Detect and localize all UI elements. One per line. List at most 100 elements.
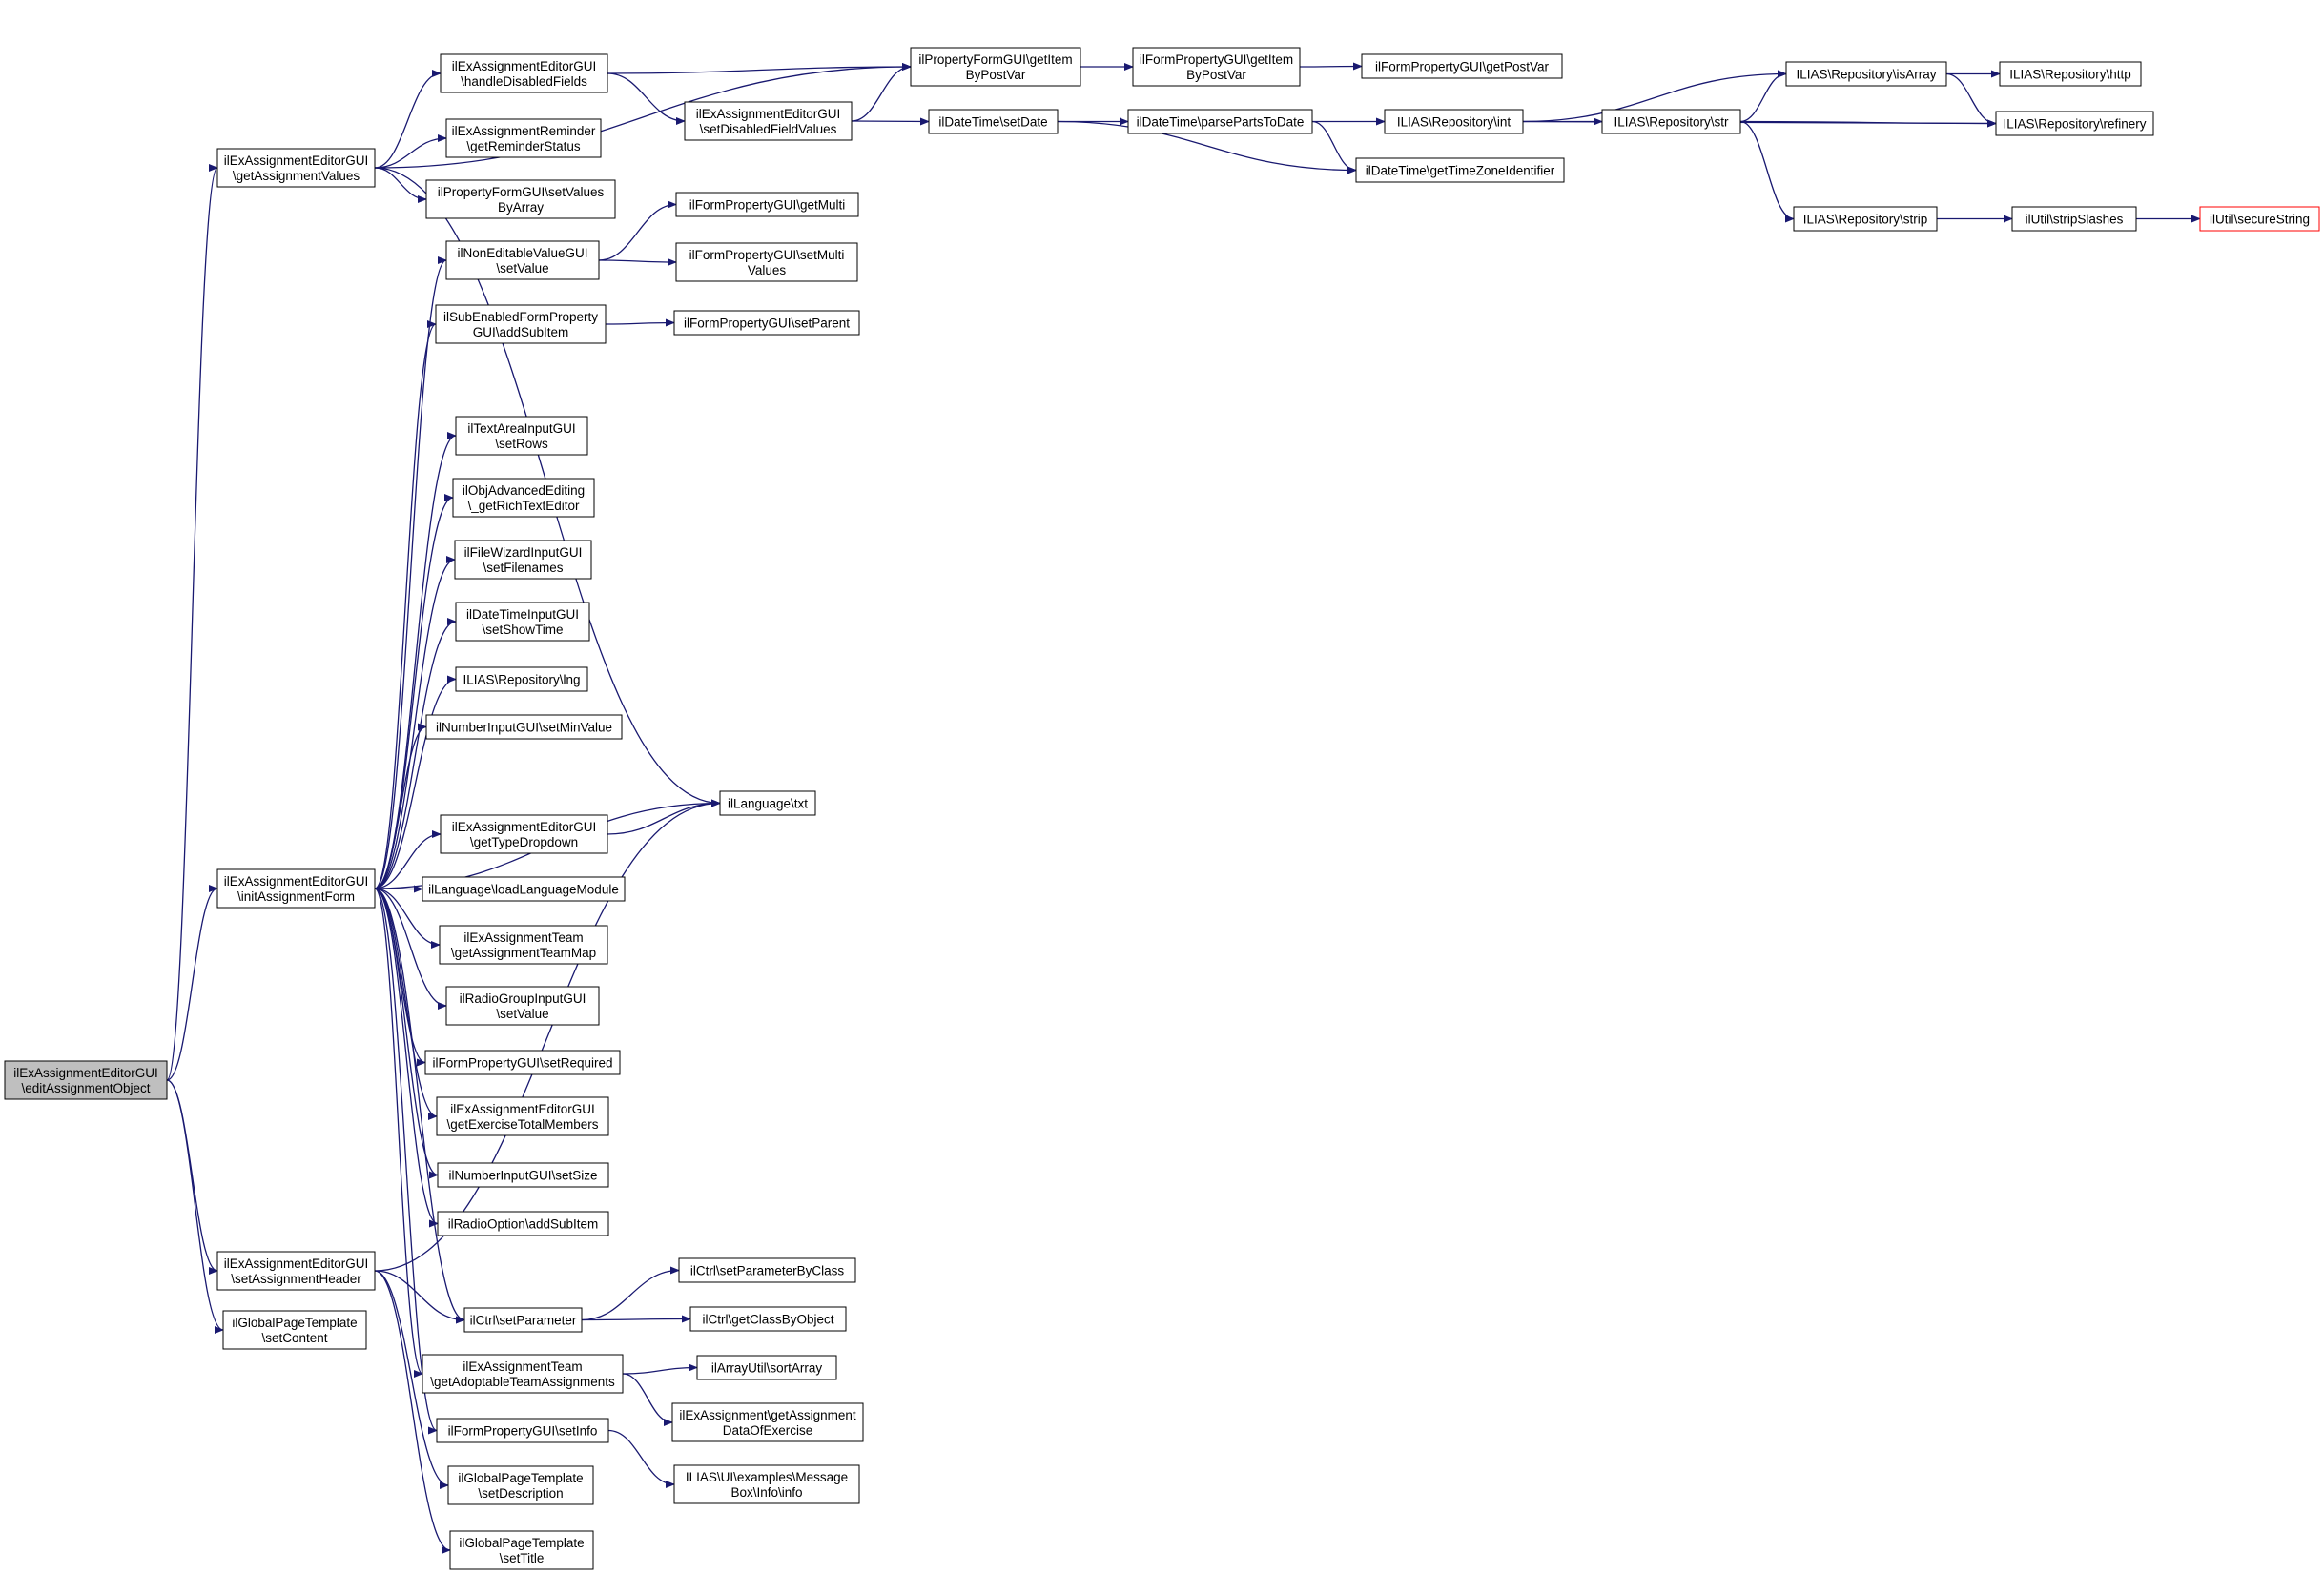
graph-node[interactable]: ILIAS\Repository\str bbox=[1601, 109, 1741, 134]
graph-node[interactable]: ilLanguage\loadLanguageModule bbox=[422, 876, 626, 902]
node-label-line: \editAssignmentObject bbox=[21, 1081, 150, 1095]
graph-node[interactable]: ILIAS\Repository\strip bbox=[1793, 206, 1938, 232]
graph-node[interactable]: ILIAS\Repository\http bbox=[1999, 61, 2142, 87]
graph-node[interactable]: ilRadioGroupInputGUI\setValue bbox=[445, 986, 600, 1026]
node-label-line: ByPostVar bbox=[966, 68, 1026, 82]
graph-node[interactable]: ilCtrl\setParameter bbox=[463, 1307, 583, 1333]
node-label-line: ilNumberInputGUI\setMinValue bbox=[436, 721, 612, 735]
graph-node[interactable]: ILIAS\Repository\int bbox=[1384, 109, 1524, 134]
node-box bbox=[449, 1530, 594, 1570]
node-box bbox=[673, 1464, 860, 1504]
edge-initAssignmentForm-to-getAssignmentTeamMap bbox=[374, 888, 441, 949]
graph-node[interactable]: ilExAssignmentTeam\getAdoptableTeamAssig… bbox=[422, 1354, 624, 1394]
node-box bbox=[447, 1465, 594, 1505]
node-label-line: ilFormPropertyGUI\setInfo bbox=[448, 1424, 598, 1439]
graph-node[interactable]: ilGlobalPageTemplate\setTitle bbox=[449, 1530, 594, 1570]
graph-node[interactable]: ilFormPropertyGUI\setInfo bbox=[436, 1418, 609, 1443]
graph-node[interactable]: ilUtil\secureString bbox=[2199, 206, 2320, 232]
graph-node[interactable]: ilFormPropertyGUI\setRequired bbox=[424, 1050, 621, 1075]
graph-node[interactable]: ilNumberInputGUI\setMinValue bbox=[425, 714, 623, 740]
graph-node[interactable]: ilExAssignmentEditorGUI\initAssignmentFo… bbox=[216, 868, 376, 909]
graph-node[interactable]: ilArrayUtil\sortArray bbox=[696, 1355, 837, 1380]
node-box bbox=[910, 47, 1081, 87]
node-label-line: ilExAssignmentEditorGUI bbox=[450, 1102, 595, 1116]
graph-node[interactable]: ilExAssignment\getAssignmentDataOfExerci… bbox=[671, 1402, 864, 1442]
node-box bbox=[424, 1050, 621, 1075]
node-label-line: ilFormPropertyGUI\setMulti bbox=[689, 248, 845, 262]
edge-initAssignmentForm-to-roAddSubItem bbox=[374, 888, 439, 1228]
node-box bbox=[445, 986, 600, 1026]
node-label-line: ilExAssignmentTeam bbox=[463, 930, 583, 945]
node-label-line: ilCtrl\setParameterByClass bbox=[690, 1264, 845, 1278]
graph-node[interactable]: ilExAssignmentEditorGUI\getAssignmentVal… bbox=[216, 148, 376, 188]
node-label-line: Values bbox=[748, 263, 787, 277]
node-label-line: ilFormPropertyGUI\getMulti bbox=[689, 198, 846, 213]
graph-node[interactable]: ilExAssignmentEditorGUI\setDisabledField… bbox=[684, 101, 853, 141]
graph-node[interactable]: ilGlobalPageTemplate\setContent bbox=[222, 1310, 367, 1350]
node-label-line: ilDateTimeInputGUI bbox=[466, 607, 579, 622]
graph-node[interactable]: ilUtil\stripSlashes bbox=[2011, 206, 2137, 232]
node-label-line: \getAssignmentValues bbox=[233, 169, 360, 183]
edge-repoInt-to-isArray bbox=[1522, 70, 1787, 123]
graph-node[interactable]: ilNumberInputGUI\setSize bbox=[437, 1162, 609, 1188]
node-box bbox=[1384, 109, 1524, 134]
graph-node[interactable]: ilDateTimeInputGUI\setShowTime bbox=[455, 602, 590, 642]
graph-node[interactable]: ILIAS\Repository\lng bbox=[455, 666, 588, 692]
node-label-line: ilNumberInputGUI\setSize bbox=[448, 1169, 597, 1183]
graph-node[interactable]: ilExAssignmentEditorGUI\editAssignmentOb… bbox=[4, 1060, 168, 1100]
node-box bbox=[2011, 206, 2137, 232]
graph-node[interactable]: ILIAS\Repository\refinery bbox=[1995, 111, 2154, 136]
edge-initAssignmentForm-to-lng bbox=[374, 675, 457, 889]
node-box bbox=[455, 602, 590, 642]
graph-node[interactable]: ilLanguage\txt bbox=[719, 790, 816, 816]
graph-node[interactable]: ilDateTime\parsePartsToDate bbox=[1127, 109, 1313, 134]
node-box bbox=[675, 242, 858, 282]
graph-node[interactable]: ilExAssignmentEditorGUI\handleDisabledFi… bbox=[440, 53, 608, 93]
graph-node[interactable]: ilDateTime\setDate bbox=[928, 109, 1059, 134]
graph-node[interactable]: ilObjAdvancedEditing\_getRichTextEditor bbox=[452, 478, 595, 518]
graph-node[interactable]: ilRadioOption\addSubItem bbox=[437, 1211, 609, 1236]
graph-node[interactable]: ilCtrl\setParameterByClass bbox=[678, 1257, 856, 1283]
node-label-line: ilRadioOption\addSubItem bbox=[448, 1217, 599, 1232]
graph-node[interactable]: ilExAssignmentEditorGUI\setAssignmentHea… bbox=[216, 1251, 376, 1291]
graph-node[interactable]: ilTextAreaInputGUI\setRows bbox=[455, 416, 588, 456]
graph-node[interactable]: ilFormPropertyGUI\getMulti bbox=[675, 192, 859, 217]
graph-node[interactable]: ilFileWizardInputGUI\setFilenames bbox=[454, 540, 592, 580]
node-box bbox=[1355, 157, 1565, 183]
edge-getAssignmentValues-to-getReminderStatus bbox=[374, 134, 447, 169]
graph-node[interactable]: ilFormPropertyGUI\setParent bbox=[673, 310, 860, 336]
node-label-line: ilExAssignmentEditorGUI bbox=[452, 59, 597, 73]
node-label-line: \getReminderStatus bbox=[466, 139, 581, 153]
graph-node[interactable]: ilExAssignmentEditorGUI\getExerciseTotal… bbox=[436, 1096, 609, 1136]
graph-node[interactable]: ilExAssignmentReminder\getReminderStatus bbox=[445, 118, 602, 158]
graph-node[interactable]: ilNonEditableValueGUI\setValue bbox=[445, 240, 600, 280]
graph-node[interactable]: ilExAssignmentEditorGUI\getTypeDropdown bbox=[440, 814, 608, 854]
node-box bbox=[2199, 206, 2320, 232]
edge-initAssignmentForm-to-setInfo bbox=[374, 888, 438, 1435]
graph-node[interactable]: ilDateTime\getTimeZoneIdentifier bbox=[1355, 157, 1565, 183]
edge-handleDisabledFields-to-setDisabledFieldValues bbox=[607, 72, 686, 125]
node-label-line: ilFormPropertyGUI\getPostVar bbox=[1375, 60, 1550, 74]
node-label-line: \handleDisabledFields bbox=[461, 74, 587, 89]
edge-fpGetItemByPostVar-to-getPostVar bbox=[1299, 62, 1363, 71]
graph-node[interactable]: ilGlobalPageTemplate\setDescription bbox=[447, 1465, 594, 1505]
node-box bbox=[425, 714, 623, 740]
node-box bbox=[436, 1096, 609, 1136]
node-box bbox=[445, 240, 600, 280]
edge-setAssignmentHeader-to-txt bbox=[374, 799, 721, 1272]
edge-repoStr-to-isArray bbox=[1739, 70, 1787, 123]
node-label-line: ilFileWizardInputGUI bbox=[464, 545, 583, 560]
edge-getAdoptableTeamAssignments-to-sortArray bbox=[622, 1363, 698, 1375]
graph-node[interactable]: ilExAssignmentTeam\getAssignmentTeamMap bbox=[439, 925, 608, 965]
graph-node[interactable]: ilCtrl\getClassByObject bbox=[689, 1306, 847, 1332]
graph-node[interactable]: ilFormPropertyGUI\getPostVar bbox=[1361, 53, 1563, 79]
edge-root-to-setAssignmentHeader bbox=[166, 1079, 218, 1275]
graph-node[interactable]: ILIAS\Repository\isArray bbox=[1785, 61, 1947, 87]
node-label-line: ilDateTime\setDate bbox=[938, 115, 1047, 130]
